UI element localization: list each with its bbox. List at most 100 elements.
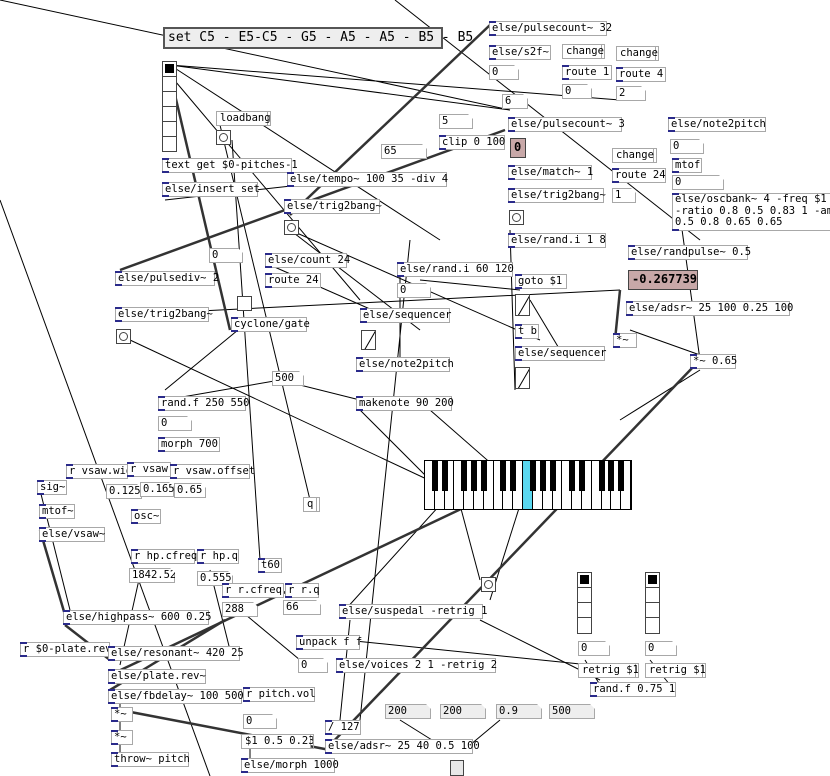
piano-white-key[interactable] bbox=[621, 461, 631, 509]
trig2bang-2[interactable]: else/trig2bang~ bbox=[115, 307, 213, 322]
route-24b[interactable]: route 24 bbox=[612, 168, 666, 183]
tempo-object[interactable]: else/tempo~ 100 35 -div 4 bbox=[287, 172, 448, 187]
piano-white-key[interactable] bbox=[581, 461, 592, 509]
plate-rev[interactable]: else/plate.rev~ bbox=[108, 669, 206, 684]
number-0i[interactable]: 0 bbox=[298, 658, 328, 673]
piano-black-key[interactable] bbox=[431, 461, 438, 491]
number-184252[interactable]: 1842.52 bbox=[129, 568, 175, 583]
number-0125[interactable]: 0.125 bbox=[106, 484, 142, 499]
number-0e[interactable]: 0 bbox=[158, 416, 192, 431]
gate-toggle[interactable] bbox=[237, 296, 252, 311]
r-vsaw-wid[interactable]: r vsaw.wid bbox=[66, 464, 132, 479]
rand-i-60-120[interactable]: else/rand.i 60 120 bbox=[397, 262, 514, 277]
clip-0-100[interactable]: clip 0 100 bbox=[439, 135, 505, 150]
divide-127[interactable]: / 127 bbox=[325, 720, 361, 735]
trig2bang-1[interactable]: else/trig2bang~ bbox=[284, 199, 382, 214]
multiply-2[interactable]: *~ bbox=[111, 707, 133, 722]
resonant[interactable]: else/resonant~ 420 25 bbox=[108, 646, 244, 661]
loadbang[interactable]: loadbang bbox=[216, 111, 271, 126]
note2pitch-2[interactable]: else/note2pitch bbox=[668, 117, 766, 132]
text-get-pitches[interactable]: text get $0-pitches-1 bbox=[162, 158, 298, 173]
match-1[interactable]: else/match~ 1 bbox=[508, 165, 593, 180]
number-0a[interactable]: 0 bbox=[489, 65, 519, 80]
piano-black-key[interactable] bbox=[441, 461, 448, 491]
randpulse-value[interactable]: -0.267739 bbox=[628, 270, 698, 290]
insert-set[interactable]: else/insert set bbox=[162, 182, 260, 197]
throw-pitch[interactable]: throw~ pitch bbox=[111, 752, 190, 767]
multiply-3[interactable]: *~ bbox=[111, 730, 133, 745]
piano-black-key[interactable] bbox=[608, 461, 615, 491]
number-288[interactable]: 288 bbox=[222, 602, 258, 617]
sequencer-2-slider[interactable] bbox=[515, 367, 530, 389]
number-5[interactable]: 5 bbox=[439, 114, 473, 129]
number-0f[interactable]: 0 bbox=[670, 139, 704, 154]
piano-white-key[interactable] bbox=[552, 461, 563, 509]
number-065[interactable]: 0.65 bbox=[174, 483, 206, 498]
mtof-1[interactable]: mtof bbox=[672, 158, 702, 173]
velocity-slider[interactable] bbox=[361, 330, 376, 350]
sequencer-2[interactable]: else/sequencer bbox=[515, 346, 607, 361]
r-vsaw-offset[interactable]: r vsaw.offset bbox=[170, 464, 255, 479]
step-number-display[interactable]: 0 bbox=[510, 138, 526, 158]
goto-slider[interactable] bbox=[515, 294, 530, 316]
radio-left[interactable] bbox=[577, 572, 592, 634]
oscbank[interactable]: else/oscbank~ 4 -freq $1 -ratio 0.8 0.5 … bbox=[672, 193, 830, 231]
piano-black-key[interactable] bbox=[539, 461, 546, 491]
goto[interactable]: goto $1 bbox=[515, 274, 567, 289]
piano-white-key[interactable] bbox=[513, 461, 524, 509]
rand-f-075-1[interactable]: rand.f 0.75 1 bbox=[590, 682, 676, 697]
sig[interactable]: sig~ bbox=[37, 480, 67, 495]
voices[interactable]: else/voices 2 1 -retrig 2 bbox=[336, 658, 497, 673]
pulsediv-2[interactable]: else/pulsediv~ 2 bbox=[115, 271, 219, 286]
piano-black-key[interactable] bbox=[529, 461, 536, 491]
number-66[interactable]: 66 bbox=[283, 600, 321, 615]
r-vsaw[interactable]: r vsaw. bbox=[127, 462, 174, 477]
msg-200a[interactable]: 200 bbox=[385, 704, 431, 719]
retrig-1[interactable]: retrig $1 bbox=[578, 663, 639, 678]
piano-black-key[interactable] bbox=[510, 461, 517, 491]
unpack[interactable]: unpack f f bbox=[296, 635, 362, 650]
piano-black-key[interactable] bbox=[500, 461, 507, 491]
trig2bang-3[interactable]: else/trig2bang~ bbox=[508, 188, 606, 203]
route-24a[interactable]: route 24 bbox=[265, 273, 321, 288]
multiply-065[interactable]: *~ 0.65 bbox=[690, 354, 737, 369]
adsr-1[interactable]: else/adsr~ 25 100 0.25 100 bbox=[626, 301, 793, 316]
number-2[interactable]: 2 bbox=[616, 86, 646, 101]
pulsecount-32[interactable]: else/pulsecount~ 32 bbox=[489, 21, 612, 36]
adsr-2[interactable]: else/adsr~ 25 40 0.5 100 bbox=[325, 739, 480, 754]
mtof-2[interactable]: mtof~ bbox=[39, 504, 75, 519]
number-0j[interactable]: 0 bbox=[578, 641, 610, 656]
r-plate-rev[interactable]: r $0-plate.rev bbox=[20, 642, 112, 657]
pulsecount-3[interactable]: else/pulsecount~ 3 bbox=[508, 117, 625, 132]
multiply-1[interactable]: *~ bbox=[613, 333, 637, 348]
number-0k[interactable]: 0 bbox=[645, 641, 677, 656]
r-hp-cfreq[interactable]: r hp.cfreq bbox=[131, 549, 197, 564]
pitch-sequence-message[interactable]: set C5 - E5-C5 - G5 - A5 - A5 - B5 - B5 bbox=[163, 27, 473, 49]
r-r-q[interactable]: r r.q bbox=[285, 583, 320, 598]
number-0g[interactable]: 0 bbox=[672, 175, 724, 190]
piano-black-key[interactable] bbox=[578, 461, 585, 491]
number-0b[interactable]: 0 bbox=[562, 84, 592, 99]
trig2bang-1-bang[interactable] bbox=[284, 220, 299, 235]
rand-i-1-8[interactable]: else/rand.i 1 8 bbox=[508, 233, 606, 248]
route-1[interactable]: route 1 bbox=[562, 65, 612, 80]
number-6[interactable]: 6 bbox=[502, 94, 528, 109]
t60[interactable]: t60 bbox=[258, 558, 282, 573]
suspedal[interactable]: else/suspedal -retrig 1 bbox=[339, 604, 487, 619]
number-1[interactable]: 1 bbox=[612, 188, 636, 203]
note2pitch-1[interactable]: else/note2pitch bbox=[356, 357, 454, 372]
trig2bang-2-bang[interactable] bbox=[116, 329, 131, 344]
sequencer-1[interactable]: else/sequencer bbox=[360, 308, 452, 323]
radio-right[interactable] bbox=[645, 572, 660, 634]
change-3[interactable]: change bbox=[612, 148, 657, 163]
msg-09[interactable]: 0.9 bbox=[496, 704, 542, 719]
vsaw[interactable]: else/vsaw~ bbox=[39, 527, 105, 542]
count-24[interactable]: else/count 24 bbox=[265, 253, 350, 268]
number-0c[interactable]: 0 bbox=[209, 248, 243, 263]
piano-black-key[interactable] bbox=[549, 461, 556, 491]
piano-black-key[interactable] bbox=[461, 461, 468, 491]
route-4[interactable]: route 4 bbox=[616, 67, 666, 82]
rand-f-250-550[interactable]: rand.f 250 550 bbox=[158, 396, 250, 411]
highpass[interactable]: else/highpass~ 600 0.25 bbox=[63, 610, 211, 625]
